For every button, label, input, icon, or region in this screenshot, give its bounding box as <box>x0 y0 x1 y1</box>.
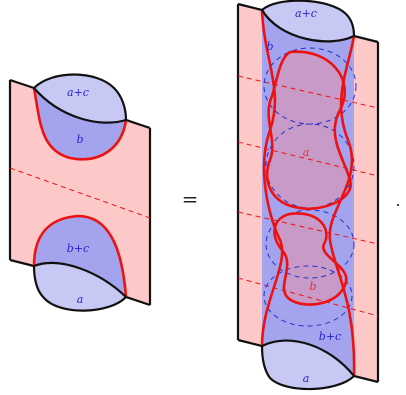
left-bottom-region-label: b+c <box>67 242 89 255</box>
right-top-disk-label: a+c <box>295 7 317 20</box>
right-middle-label: a <box>303 146 310 159</box>
right-bottom-region-label: b+c <box>319 330 341 343</box>
right-inner-label: b <box>309 280 316 293</box>
left-bottom-disk-label: a <box>77 293 84 306</box>
right-figure: a+c b a b b+c a <box>236 0 380 391</box>
left-bottom-red-curve <box>32 214 128 298</box>
left-top-region-label: b <box>76 133 83 146</box>
left-top-disk <box>32 73 128 124</box>
left-bottom-region <box>34 216 126 297</box>
right-bottom-disk-label: a <box>303 372 310 385</box>
right-top-disk <box>260 0 356 43</box>
right-sheet-edge-top-right <box>353 34 379 44</box>
equals-sign: = <box>182 187 199 211</box>
right-red-sides <box>260 9 356 377</box>
left-top-region <box>34 88 126 160</box>
left-sheet-edge-bottom-right <box>125 295 151 307</box>
left-bottom-disk <box>32 261 128 312</box>
right-bottom-disk <box>260 339 356 391</box>
right-red-overlap <box>267 51 351 305</box>
right-top-region-label: b <box>266 40 273 53</box>
left-sheet-edge-top-right <box>125 118 151 130</box>
right-sheet-edge-bottom <box>237 338 263 348</box>
left-dashed-midline <box>9 167 151 219</box>
trailing-period: . <box>395 191 400 210</box>
left-figure: a+c b b+c a <box>8 73 152 312</box>
left-sheet-edge-top <box>9 78 35 90</box>
right-sheet-edge-top <box>237 2 263 12</box>
left-sheet-edge-bottom <box>9 258 35 268</box>
left-top-red-curve <box>32 87 128 161</box>
left-top-disk-label: a+c <box>67 86 89 99</box>
right-dashed-chords <box>238 75 378 317</box>
right-red-outline-upper <box>265 50 352 211</box>
right-sheet-edge-bottom-right <box>353 374 379 384</box>
